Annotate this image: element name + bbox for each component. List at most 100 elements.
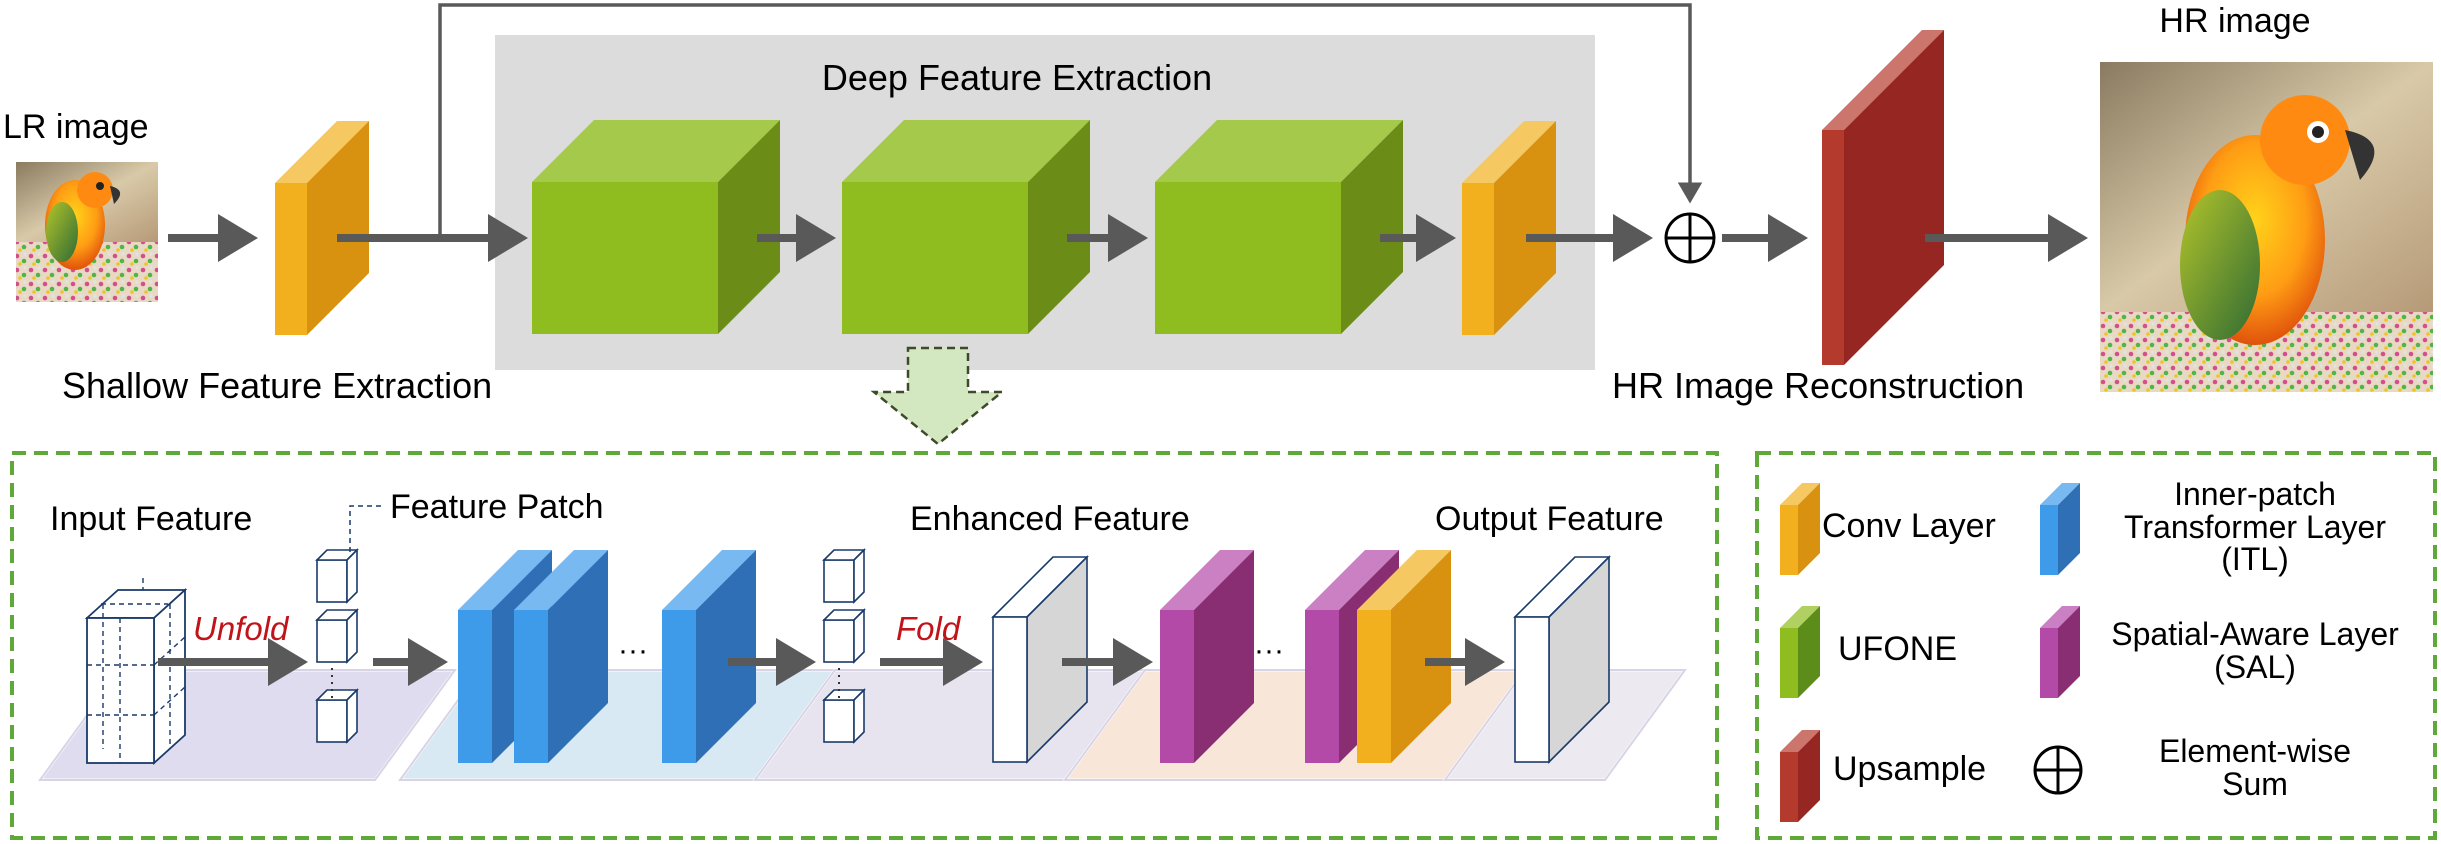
- feature-patch-stack: [315, 548, 359, 744]
- hr-reconstruction-label: HR Image Reconstruction: [1612, 365, 2024, 406]
- slab-front: [1160, 610, 1194, 763]
- patch-front: [316, 559, 348, 603]
- hr-image-label: HR image: [2159, 2, 2310, 40]
- slab-front: [662, 610, 696, 763]
- slab-side: [1194, 550, 1254, 763]
- slab-front: [1822, 130, 1844, 365]
- shallow-conv-layer: [275, 121, 369, 335]
- fold-label: Fold: [896, 610, 962, 647]
- lr-parrot-eye: [96, 182, 104, 190]
- detail-panel-border: [10, 451, 1719, 840]
- slab-side: [548, 550, 608, 763]
- slab-front: [1357, 610, 1391, 763]
- legend-conv-label: Conv Layer: [1822, 507, 1996, 545]
- output-feature-slab: [1513, 555, 1611, 764]
- cuboid-top: [1155, 120, 1403, 182]
- slab-top: [2040, 606, 2080, 628]
- slab-top: [2040, 483, 2080, 505]
- sum-node: [1664, 212, 1716, 264]
- slab-top: [1780, 483, 1820, 505]
- patch-side: [346, 548, 358, 604]
- cuboid-front: [1155, 182, 1341, 334]
- patch-front: [823, 619, 855, 663]
- detail-conv-layer: [1357, 550, 1451, 763]
- lr-parrot-beak: [110, 186, 121, 204]
- cuboid-side: [1341, 120, 1403, 334]
- patch-side: [346, 608, 358, 664]
- input-feature-cube: [84, 578, 188, 766]
- cuboid-side: [718, 120, 780, 334]
- legend-upsample-icon: [1780, 730, 1820, 822]
- patch-front: [823, 699, 855, 743]
- patch-side: [853, 608, 865, 664]
- ufone-block-1: [532, 120, 780, 334]
- slab-top: [1160, 550, 1254, 610]
- slab-top: [1822, 30, 1944, 130]
- expand-arrow: [870, 346, 1006, 446]
- slab-top: [514, 550, 608, 610]
- slab-side: [307, 121, 369, 335]
- deep-feature-title: Deep Feature Extraction: [822, 57, 1212, 98]
- slab-front: [1780, 505, 1798, 575]
- enhanced-feature-slab: [991, 555, 1089, 764]
- patch-side: [346, 688, 358, 744]
- legend-sum-label-2: Sum: [2222, 766, 2288, 802]
- slab-side: [1798, 606, 1820, 698]
- legend-ufone-icon: [1780, 606, 1820, 698]
- legend-sum-icon: [2033, 745, 2083, 795]
- legend-sal-label-2: (SAL): [2214, 649, 2296, 685]
- hr-parrot-wing: [2180, 190, 2260, 340]
- slab-front: [458, 610, 492, 763]
- slab-side: [1798, 483, 1820, 575]
- slab-top: [1305, 550, 1399, 610]
- lr-parrot-head: [77, 172, 113, 208]
- legend-conv-icon: [1780, 483, 1820, 575]
- enhanced-feature-label: Enhanced Feature: [910, 500, 1190, 538]
- slab-front: [1780, 628, 1798, 698]
- patch-side: [853, 548, 865, 604]
- legend-sal-label-1: Spatial-Aware Layer: [2111, 616, 2399, 652]
- legend-itl-icon: [2040, 483, 2080, 575]
- slab-front: [514, 610, 548, 763]
- itl-ellipsis: ···: [618, 634, 648, 667]
- cuboid-front: [842, 182, 1028, 334]
- slab-side: [1494, 121, 1556, 335]
- slab-side: [1844, 30, 1944, 365]
- patch-front: [316, 699, 348, 743]
- slab-side: [1798, 730, 1820, 822]
- legend-ufone-label: UFONE: [1838, 630, 1957, 668]
- shallow-feature-label: Shallow Feature Extraction: [62, 365, 492, 406]
- slab-side: [1391, 550, 1451, 763]
- slab-top: [1357, 550, 1451, 610]
- plane-output-outline: [1443, 669, 1687, 781]
- skip-connection: [438, 3, 1703, 238]
- slab-front: [1462, 183, 1494, 335]
- slab-front: [2040, 505, 2058, 575]
- itl-layer-2: [514, 550, 608, 763]
- slab-side: [2058, 606, 2080, 698]
- output-feature-label: Output Feature: [1435, 500, 1664, 538]
- slab-side: [696, 550, 756, 763]
- slab-front: [1305, 610, 1339, 763]
- unfold-label: Unfold: [193, 610, 290, 647]
- hr-parrot-head: [2260, 95, 2350, 185]
- lr-image: [16, 162, 158, 302]
- lr-parrot-wing: [46, 202, 78, 262]
- slab-top: [1780, 606, 1820, 628]
- sal-layer-1: [1160, 550, 1254, 763]
- patch-callout: [349, 505, 385, 552]
- legend-sum-label-1: Element-wise: [2159, 733, 2351, 769]
- diagram-shapes: [10, 3, 2437, 840]
- legend-upsample-label: Upsample: [1833, 750, 1986, 788]
- legend-itl-label-3: (ITL): [2221, 541, 2289, 577]
- slab-side: [2058, 483, 2080, 575]
- cuboid-top: [842, 120, 1090, 182]
- slab-front: [1514, 616, 1550, 763]
- upsample-layer: [1822, 30, 1944, 365]
- sal-ellipsis: ···: [1254, 634, 1284, 667]
- input-grid-line: [153, 686, 186, 716]
- slab-front: [2040, 628, 2058, 698]
- ufone-block-3: [1155, 120, 1403, 334]
